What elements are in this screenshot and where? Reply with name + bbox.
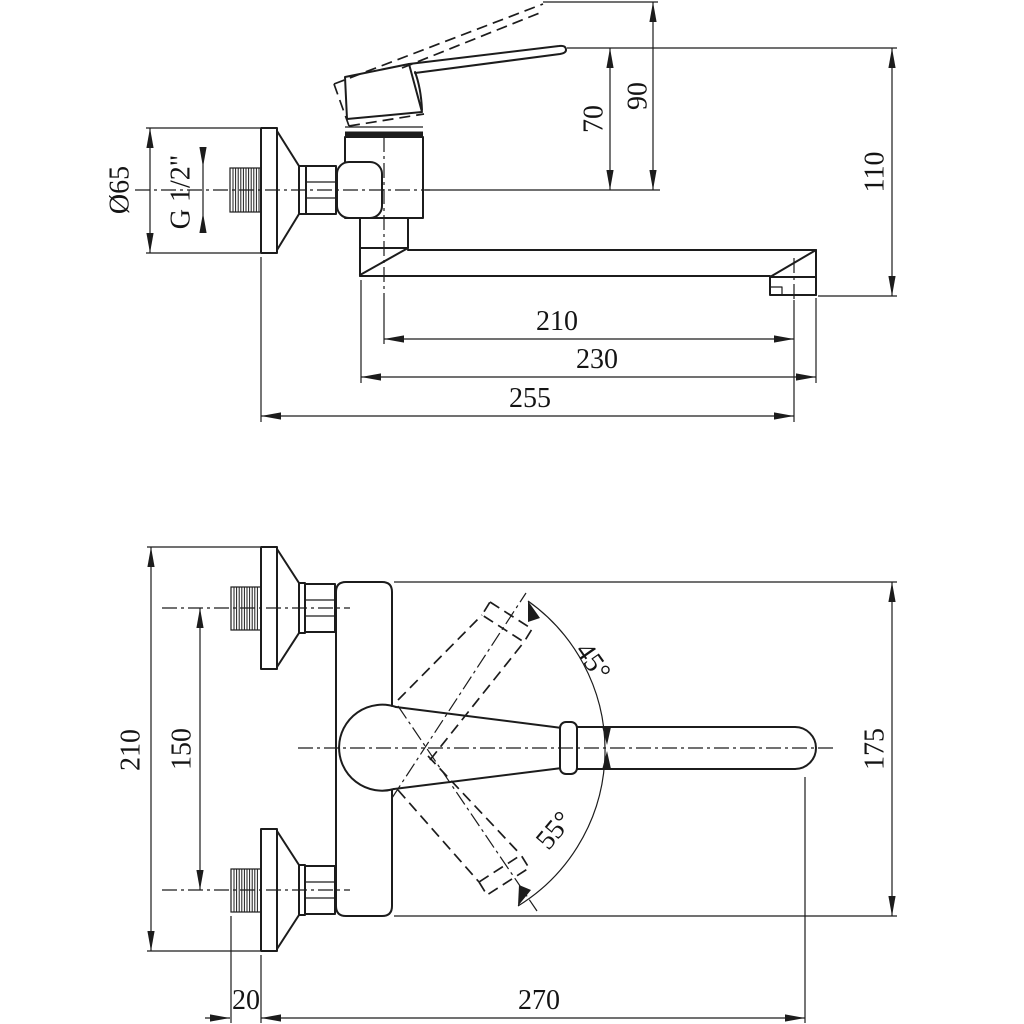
dim-spout-projection: 270: [261, 985, 805, 1022]
lever-raised-ghost: [333, 3, 544, 127]
handle-cone-top: [395, 706, 563, 729]
dim-spout-reach: 210: [384, 306, 794, 343]
side-view: Ø65 G 1/2" 70 90 110 210: [104, 1, 897, 422]
dim-label-spout-projection: 270: [518, 985, 560, 1016]
dim-body-height: 175: [859, 582, 896, 916]
dim-label-spout-reach: 210: [536, 306, 578, 337]
side-centerlines: [135, 137, 795, 300]
dim-label-thread-size: G 1/2": [165, 155, 196, 229]
cartridge-ring: [345, 126, 423, 137]
side-extension-lines: [146, 1, 897, 422]
front-view: 210 150 45° 55° 175 20 270: [115, 546, 897, 1023]
dim-total-reach: 255: [261, 383, 794, 420]
dim-label-lever-raised-height: 90: [622, 82, 653, 110]
dim-thread-length: 20: [205, 985, 260, 1022]
dim-centers-distance: 150: [166, 608, 204, 890]
dim-label-centers-distance: 150: [166, 728, 197, 770]
dim-total-height: 110: [859, 48, 896, 296]
dim-spout-length: 230: [361, 344, 816, 381]
dim-flange-diameter: Ø65: [104, 128, 154, 253]
dim-label-overall-height: 210: [115, 729, 146, 771]
handle-ghost-down: [397, 755, 531, 897]
aerator-notch: [769, 286, 783, 296]
dim-overall-height: 210: [115, 547, 155, 951]
side-dimensions: Ø65 G 1/2" 70 90 110 210: [104, 2, 896, 420]
handle-ghost-up: [397, 600, 534, 761]
swivel-arc: [517, 600, 611, 907]
dim-label-total-reach: 255: [509, 383, 551, 414]
front-extension-lines: [147, 546, 897, 1023]
spout-tip: [794, 726, 817, 770]
dim-handle-down-angle: 55°: [530, 806, 579, 856]
dim-label-handle-up-angle: 45°: [569, 637, 617, 687]
handle-cone-bottom: [393, 767, 563, 790]
dim-lever-rest-height: 70: [578, 48, 614, 190]
dim-label-body-height: 175: [859, 728, 890, 770]
dim-label-lever-rest-height: 70: [578, 105, 609, 133]
dim-label-total-height: 110: [859, 152, 890, 193]
dim-lever-raised-height: 90: [622, 2, 657, 190]
dim-thread-size: G 1/2": [165, 147, 207, 233]
dim-handle-up-angle: 45°: [569, 637, 617, 687]
dim-label-handle-down-angle: 55°: [530, 806, 579, 856]
spout-side: [359, 217, 817, 296]
front-dimensions: 210 150 45° 55° 175 20 270: [115, 547, 896, 1022]
dim-label-spout-length: 230: [576, 344, 618, 375]
dim-label-thread-length: 20: [232, 985, 260, 1016]
handle-ball: [338, 703, 397, 792]
dim-label-flange-diameter: Ø65: [104, 166, 135, 214]
lever-handle: [344, 44, 567, 120]
faucet-body-front: [335, 581, 393, 917]
aerator: [769, 276, 817, 296]
front-centerlines: [162, 592, 833, 912]
